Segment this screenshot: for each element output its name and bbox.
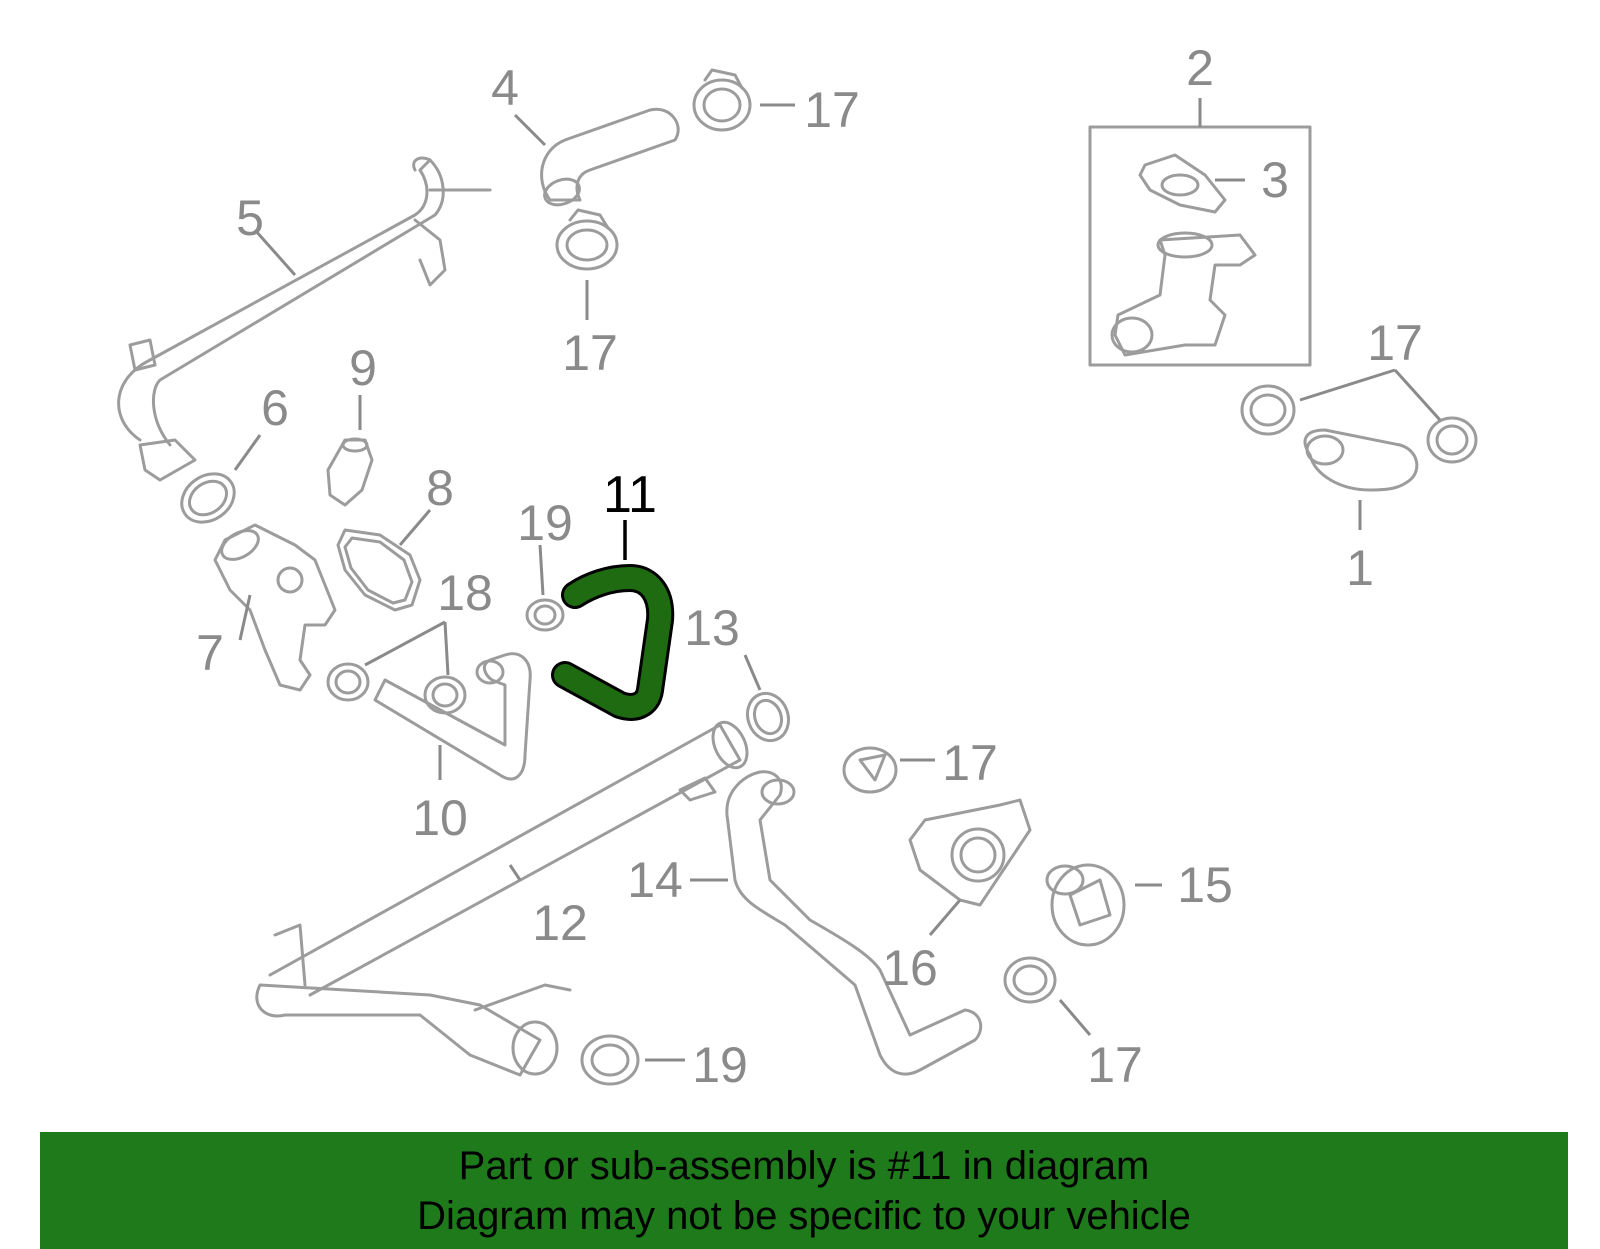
part-7-outlet-housing bbox=[213, 523, 337, 692]
part-1-hose bbox=[1303, 428, 1419, 492]
label-part-14: 14 bbox=[627, 852, 683, 908]
part-2-assembly-box bbox=[1088, 98, 1312, 367]
part-2-filler-neck bbox=[1110, 231, 1257, 357]
label-part-17-a: 17 bbox=[804, 82, 860, 138]
banner-line-2: Diagram may not be specific to your vehi… bbox=[417, 1193, 1191, 1238]
part-5-upper-pipe bbox=[117, 156, 492, 482]
label-part-8: 8 bbox=[426, 460, 454, 516]
label-part-17-b: 17 bbox=[562, 325, 618, 381]
part-10-hose bbox=[373, 652, 532, 781]
part-13-o-ring bbox=[745, 691, 791, 743]
clamp-17-middle bbox=[842, 746, 898, 794]
label-part-11: 11 bbox=[603, 466, 657, 524]
label-part-9: 9 bbox=[349, 340, 377, 396]
label-part-5: 5 bbox=[236, 190, 264, 246]
part-15-thermostat bbox=[1045, 863, 1126, 947]
banner-line-1: Part or sub-assembly is #11 in diagram bbox=[458, 1143, 1150, 1188]
info-banner: Part or sub-assembly is #11 in diagram D… bbox=[40, 1132, 1568, 1249]
clamp-17-top-center bbox=[555, 208, 619, 271]
clamp-19-upper bbox=[525, 598, 565, 632]
label-part-13: 13 bbox=[684, 600, 740, 656]
part-8-gasket bbox=[336, 528, 422, 612]
label-part-18: 18 bbox=[437, 565, 493, 621]
label-part-10: 10 bbox=[412, 790, 468, 846]
label-part-3: 3 bbox=[1261, 152, 1289, 208]
part-16-thermostat-housing bbox=[908, 798, 1032, 907]
clamp-17-right-lower bbox=[1426, 416, 1478, 464]
part-11-highlighted-hose bbox=[551, 564, 675, 721]
label-part-4: 4 bbox=[491, 60, 519, 116]
label-part-12: 12 bbox=[532, 895, 588, 951]
label-part-19-b: 19 bbox=[692, 1037, 748, 1093]
part-12-lower-pipe bbox=[255, 720, 749, 1077]
leader-lines bbox=[233, 103, 1442, 1062]
label-part-16: 16 bbox=[882, 940, 938, 996]
label-part-6: 6 bbox=[261, 380, 289, 436]
clamp-19-lower bbox=[580, 1034, 640, 1086]
label-part-17-c: 17 bbox=[1367, 315, 1423, 371]
clamp-17-top-right bbox=[692, 68, 752, 132]
clamp-18-right bbox=[423, 675, 467, 715]
label-part-15: 15 bbox=[1177, 857, 1233, 913]
label-part-19-a: 19 bbox=[517, 495, 573, 551]
clamp-18-left bbox=[326, 662, 370, 702]
part-labels: 1 2 3 4 5 6 7 8 9 10 11 12 13 14 15 16 1… bbox=[196, 40, 1423, 1093]
part-6-o-ring bbox=[180, 472, 236, 524]
label-part-1: 1 bbox=[1346, 540, 1374, 596]
part-9-sensor bbox=[326, 437, 374, 507]
clamp-17-lower bbox=[1003, 956, 1057, 1004]
part-3-cap bbox=[1138, 153, 1227, 214]
label-part-2: 2 bbox=[1186, 40, 1214, 96]
clamp-17-right-upper bbox=[1240, 384, 1296, 436]
label-part-17-e: 17 bbox=[1087, 1037, 1143, 1093]
part-4-upper-hose bbox=[540, 107, 680, 207]
label-part-17-d: 17 bbox=[942, 735, 998, 791]
label-part-7: 7 bbox=[196, 625, 224, 681]
part-14-hose bbox=[725, 770, 983, 1076]
